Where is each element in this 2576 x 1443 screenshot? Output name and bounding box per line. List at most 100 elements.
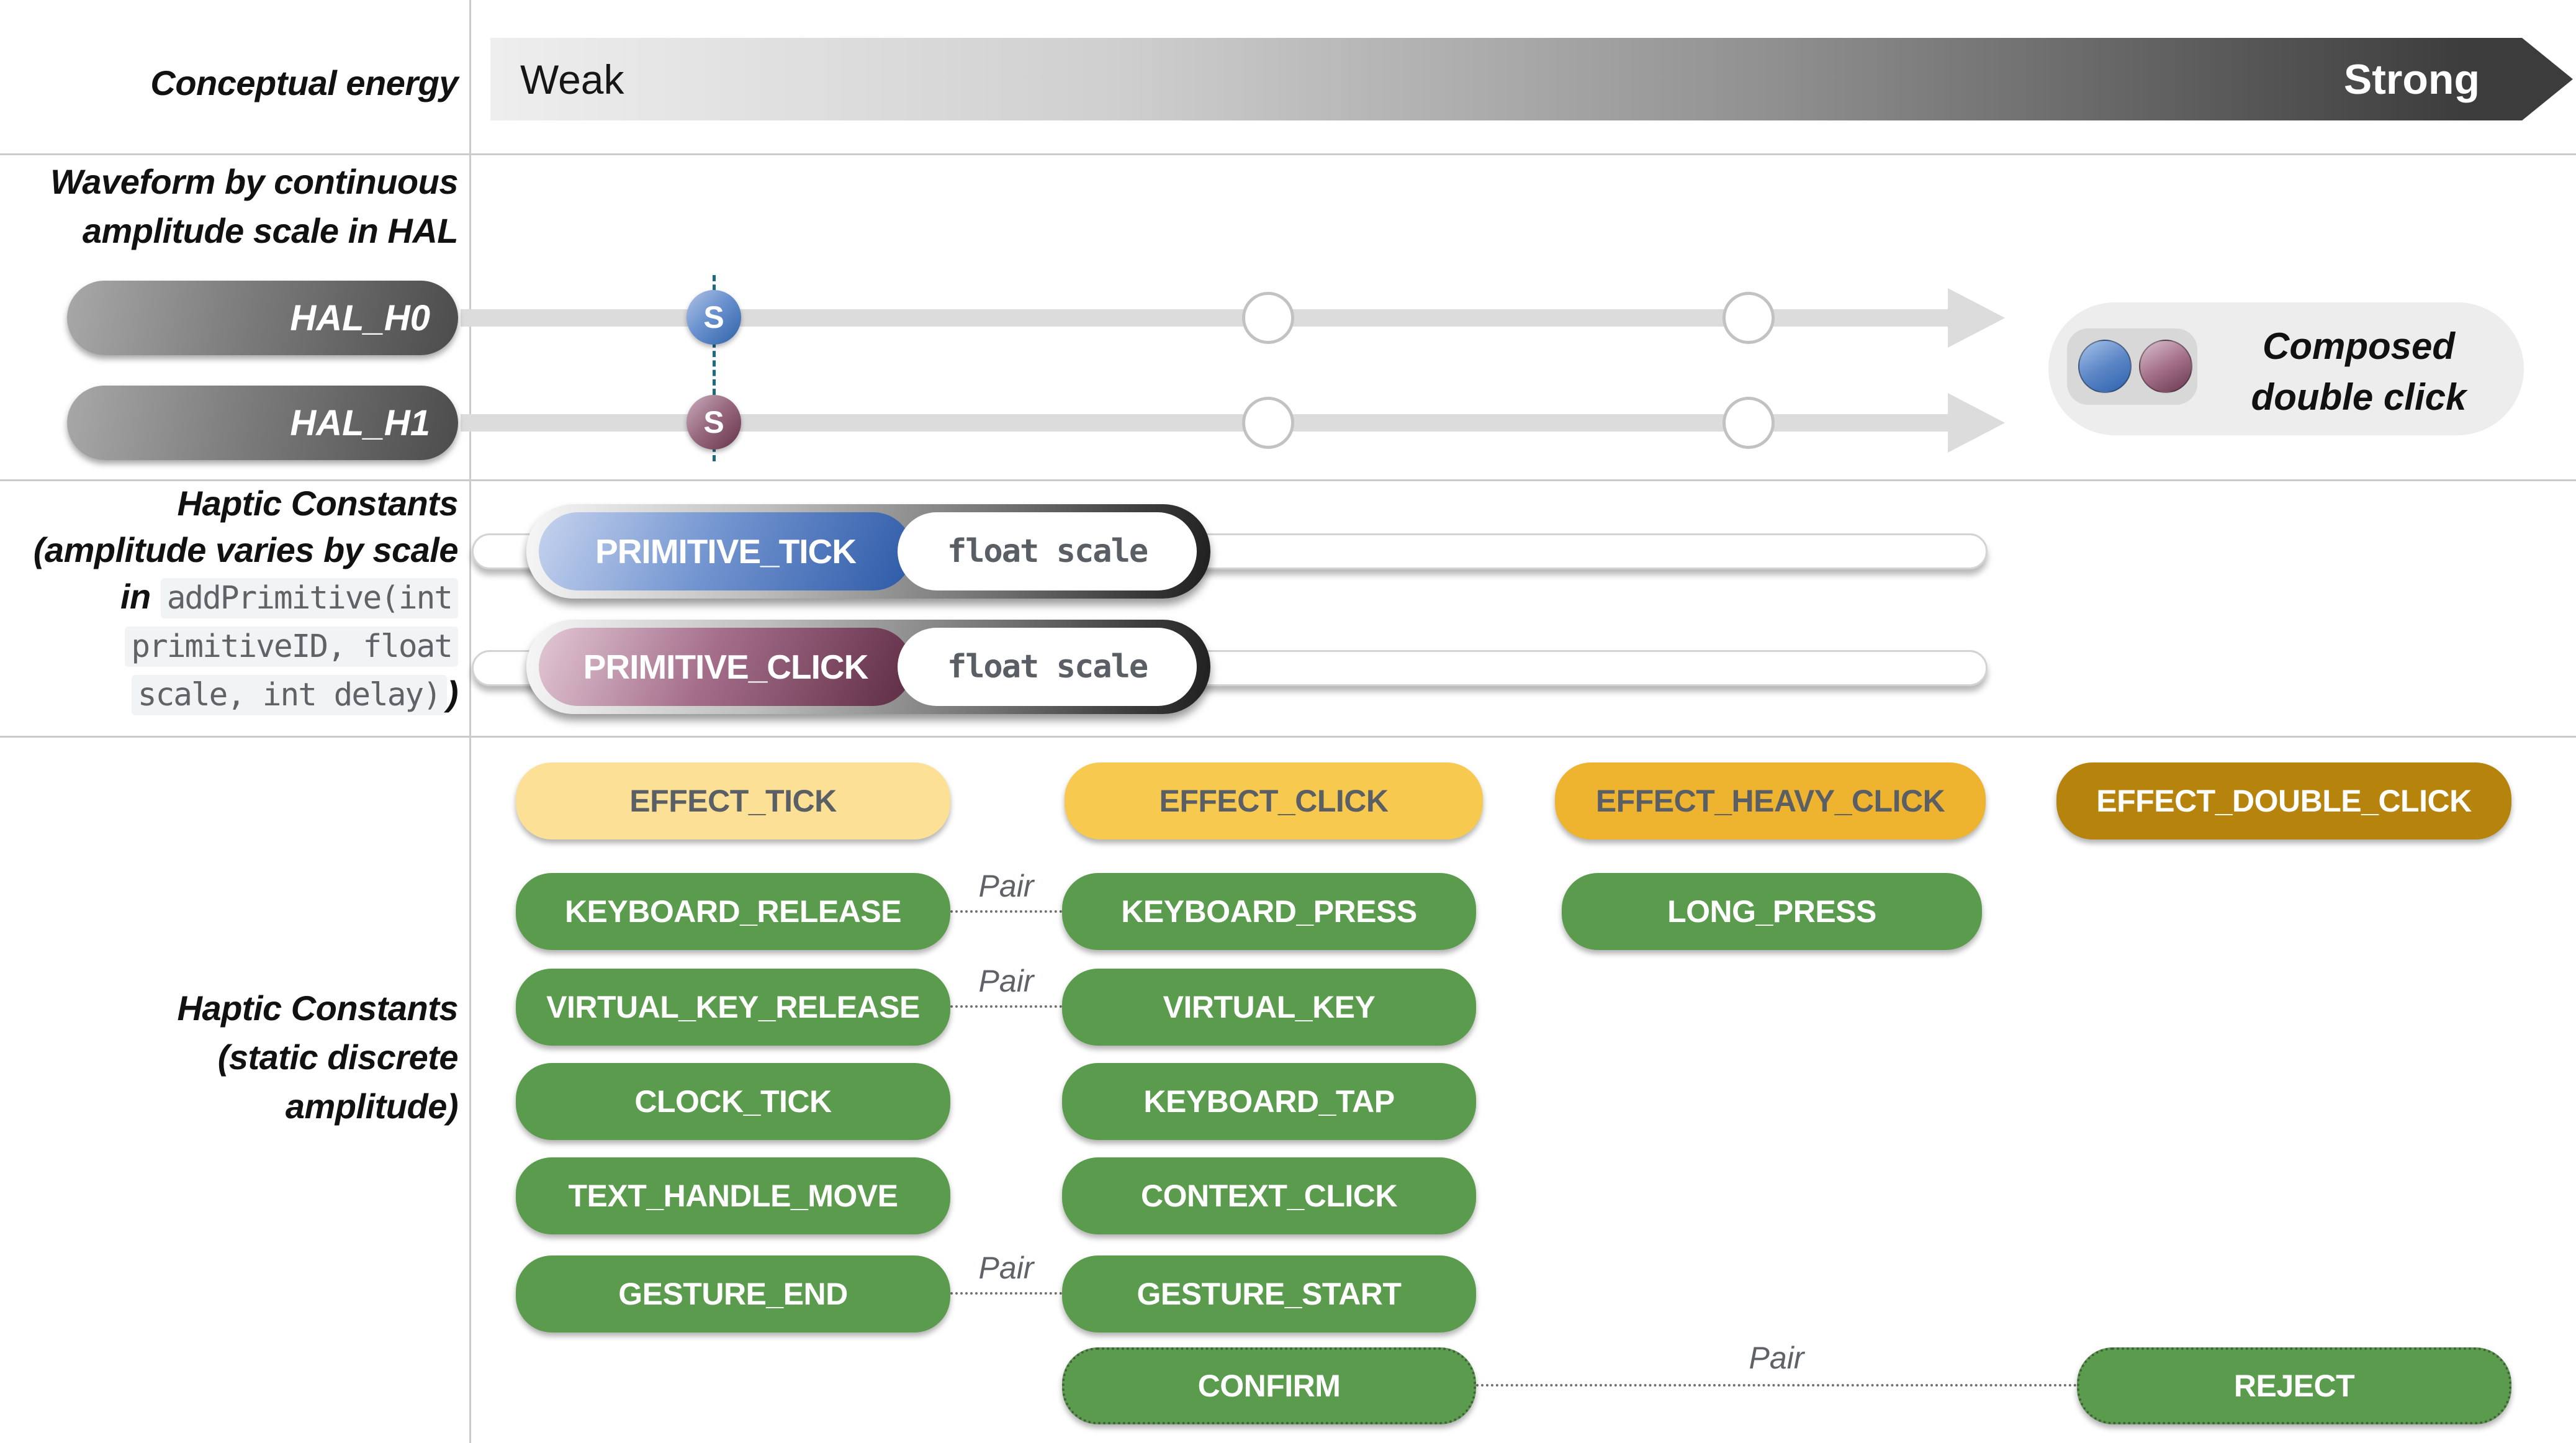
- constants-section-label: Haptic Constants (static discrete amplit…: [0, 984, 462, 1131]
- strong-label: Strong: [2343, 55, 2480, 103]
- constant-reject-label: REJECT: [2233, 1368, 2355, 1403]
- constant-virtual-key: VIRTUAL_KEY: [1062, 969, 1476, 1046]
- primitives-code-line1: addPrimitive(int: [160, 578, 458, 618]
- constant-gesture-start-label: GESTURE_START: [1137, 1277, 1402, 1311]
- weak-label: Weak: [520, 56, 624, 102]
- hal-h0-scale-marker: S: [687, 290, 741, 345]
- composed-label-line2: double click: [2251, 376, 2467, 418]
- constant-virtual-key-release: VIRTUAL_KEY_RELEASE: [516, 969, 950, 1046]
- hal-h1-label: HAL_H1: [290, 402, 430, 443]
- pair-label-gesture: Pair: [978, 1251, 1034, 1285]
- vertical-divider: [469, 0, 471, 1443]
- hal-h1-scale-marker: S: [687, 395, 741, 450]
- primitive-click-handle: PRIMITIVE_CLICK: [539, 628, 912, 706]
- primitives-label-line1: Haptic Constants: [177, 484, 459, 523]
- hal-h0-label: HAL_H0: [290, 297, 430, 338]
- constant-effect-click-label: EFFECT_CLICK: [1159, 784, 1389, 818]
- constant-keyboard-release: KEYBOARD_RELEASE: [516, 873, 950, 950]
- constant-virtual-key-release-label: VIRTUAL_KEY_RELEASE: [546, 990, 920, 1025]
- constant-virtual-key-label: VIRTUAL_KEY: [1163, 990, 1376, 1025]
- primitives-code-line3: scale, int delay): [131, 675, 447, 715]
- primitives-code-line2: primitiveID, float: [125, 627, 458, 667]
- constant-long-press: LONG_PRESS: [1562, 873, 1982, 950]
- pair-label-confirm-reject: Pair: [1749, 1341, 1804, 1375]
- primitives-label-line4: primitiveID, float: [0, 622, 458, 670]
- composed-dot-blue: [2078, 340, 2132, 393]
- primitives-label-line2: (amplitude varies by scale: [33, 530, 459, 569]
- constant-reject: REJECT: [2077, 1347, 2511, 1424]
- hal-h1-scale-marker-letter: S: [703, 405, 724, 440]
- constant-effect-double-click-label: EFFECT_DOUBLE_CLICK: [2096, 784, 2472, 818]
- section-divider-2: [0, 479, 2576, 481]
- constant-clock-tick-label: CLOCK_TICK: [634, 1084, 832, 1119]
- hal-h0-node-2: [1723, 292, 1775, 344]
- hal-label-line2: amplitude scale in HAL: [82, 211, 459, 250]
- constants-label-line1: Haptic Constants: [177, 988, 459, 1028]
- pair-line-keyboard: [950, 910, 1062, 913]
- section-divider-3: [0, 736, 2576, 738]
- composed-label-line1: Composed: [2262, 325, 2456, 367]
- pair-line-gesture: [950, 1292, 1062, 1295]
- primitive-tick-slider: PRIMITIVE_TICK float scale: [526, 504, 1210, 599]
- constant-effect-heavy-click: EFFECT_HEAVY_CLICK: [1555, 762, 1986, 839]
- conceptual-energy-text: Conceptual energy: [150, 63, 458, 102]
- constant-confirm: CONFIRM: [1062, 1347, 1476, 1424]
- constant-effect-click: EFFECT_CLICK: [1065, 762, 1483, 839]
- hal-h0-scale-marker-letter: S: [703, 300, 724, 335]
- constant-long-press-label: LONG_PRESS: [1667, 894, 1876, 929]
- constant-gesture-start: GESTURE_START: [1062, 1255, 1476, 1332]
- constant-effect-tick-label: EFFECT_TICK: [629, 784, 837, 818]
- pair-line-confirm-reject: [1476, 1384, 2077, 1386]
- composed-double-click-panel: [2048, 302, 2524, 435]
- composed-dot-mauve: [2139, 340, 2192, 393]
- hal-h1-pill: HAL_H1: [67, 386, 458, 460]
- constant-keyboard-press-label: KEYBOARD_PRESS: [1121, 894, 1417, 929]
- primitive-tick-param-text: float scale: [947, 533, 1148, 570]
- conceptual-energy-label: Conceptual energy: [0, 58, 462, 107]
- primitives-label-line5: scale, int delay)): [0, 670, 459, 718]
- primitives-section-label: Haptic Constants (amplitude varies by sc…: [0, 480, 462, 718]
- primitive-tick-label: PRIMITIVE_TICK: [595, 532, 857, 571]
- primitives-label-suffix: ): [446, 674, 459, 713]
- constant-keyboard-press: KEYBOARD_PRESS: [1062, 873, 1476, 950]
- constant-effect-double-click: EFFECT_DOUBLE_CLICK: [2056, 762, 2511, 839]
- primitive-click-slider: PRIMITIVE_CLICK float scale: [526, 620, 1210, 714]
- pair-label-virtual-key: Pair: [978, 964, 1034, 998]
- constant-keyboard-release-label: KEYBOARD_RELEASE: [564, 894, 902, 929]
- hal-h0-node-1: [1242, 292, 1294, 344]
- primitives-label-line3-prefix: in: [120, 577, 151, 616]
- hal-h1-node-2: [1723, 397, 1775, 449]
- hal-h1-node-1: [1242, 397, 1294, 449]
- primitive-tick-handle: PRIMITIVE_TICK: [539, 512, 912, 590]
- hal-h0-pill: HAL_H0: [67, 281, 458, 355]
- scale-dashed-line: [713, 275, 716, 461]
- section-divider-1: [0, 153, 2576, 155]
- constant-keyboard-tap: KEYBOARD_TAP: [1062, 1063, 1476, 1140]
- constant-gesture-end: GESTURE_END: [516, 1255, 950, 1332]
- hal-label-line1: Waveform by continuous: [50, 162, 458, 201]
- constant-text-handle-move-label: TEXT_HANDLE_MOVE: [568, 1178, 898, 1213]
- primitive-click-param-text: float scale: [947, 648, 1148, 685]
- constants-label-line3: amplitude): [285, 1087, 459, 1126]
- constant-confirm-label: CONFIRM: [1197, 1368, 1341, 1403]
- constant-clock-tick: CLOCK_TICK: [516, 1063, 950, 1140]
- primitive-click-param: float scale: [898, 628, 1197, 706]
- primitive-click-label: PRIMITIVE_CLICK: [583, 648, 869, 686]
- primitive-tick-param: float scale: [898, 512, 1197, 590]
- constant-effect-tick: EFFECT_TICK: [516, 762, 950, 839]
- energy-gradient-arrow: Weak Strong: [490, 38, 2573, 120]
- constant-context-click: CONTEXT_CLICK: [1062, 1157, 1476, 1234]
- constants-label-line2: (static discrete: [217, 1038, 459, 1077]
- hal-section-label: Waveform by continuous amplitude scale i…: [0, 157, 462, 255]
- hal-h0-arrowhead: [1948, 288, 2005, 348]
- pair-label-keyboard: Pair: [978, 869, 1034, 903]
- composed-waveform-chip: [2067, 328, 2197, 405]
- pair-line-virtual-key: [950, 1005, 1062, 1008]
- hal-h1-arrowhead: [1948, 393, 2005, 453]
- composed-double-click-label: Composed double click: [2210, 321, 2508, 423]
- constant-text-handle-move: TEXT_HANDLE_MOVE: [516, 1157, 950, 1234]
- constant-keyboard-tap-label: KEYBOARD_TAP: [1143, 1084, 1395, 1119]
- constant-gesture-end-label: GESTURE_END: [618, 1277, 848, 1311]
